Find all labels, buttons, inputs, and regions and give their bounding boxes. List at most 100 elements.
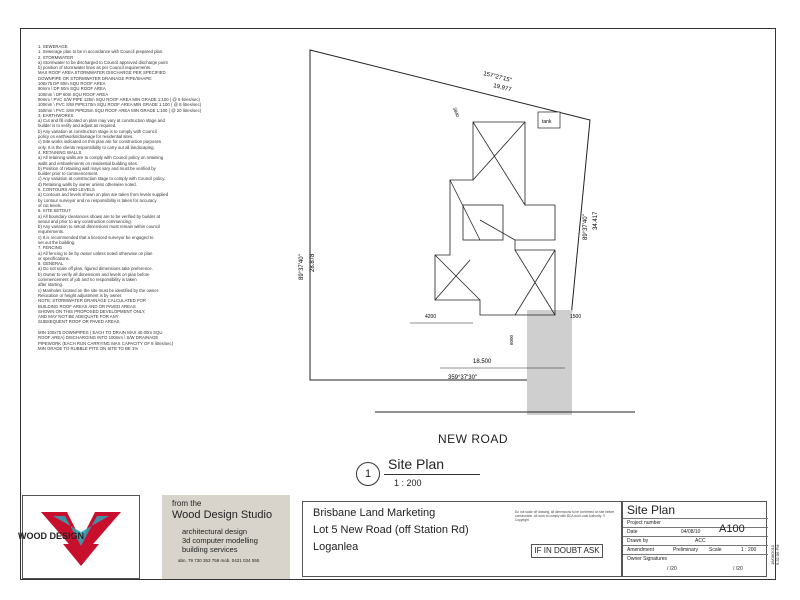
note-line: 100mm \ DP 60m SQU ROOF AREA [38, 91, 109, 97]
note-line: MAX ROOF AREA STORMWATER DISCHARGE PER S… [38, 70, 166, 76]
service-item: architectural design [182, 527, 248, 536]
note-line: SUBSEQUENT ROOF OR PAVED AREAS. [38, 319, 121, 325]
dim-side-small: 3840 [452, 107, 460, 119]
view-title: Site Plan [388, 456, 445, 472]
note-line: b) Position of retaining wall mays vary … [38, 165, 156, 171]
note-line: b) Owner to verify all dimensions and le… [38, 271, 150, 277]
project-number-label: Project number [627, 520, 661, 526]
date-label: Date [627, 529, 638, 535]
studio-panel: from the Wood Design Studio architectura… [162, 495, 290, 579]
plot-timestamp: 18/08/2010 9:32:06 PM [770, 544, 780, 565]
if-in-doubt-box: IF IN DOUBT ASK [531, 544, 603, 558]
note-line: c) Any variation at construction stage t… [38, 176, 166, 182]
note-line: a) Stormwater to be discharged to Counci… [38, 59, 168, 65]
note-line: walls and embankments on residential bui… [38, 160, 139, 166]
logo-wordmark: WOOD DESIGN [18, 531, 85, 541]
note-line: requirements. [38, 229, 65, 235]
note-line: 6. SITE SETOUT [38, 208, 71, 214]
drawing-number: A100 [719, 523, 745, 535]
note-line: builder prior to commencement. [38, 171, 99, 177]
note-line: SHOWN ON THIS PROPOSED DEVELOPMENT ONLY, [38, 308, 146, 314]
client-panel: Brisbane Land Marketing Lot 5 New Road (… [302, 501, 622, 577]
note-line: a) All boundary clearances shown are to … [38, 213, 161, 219]
note-line: a) All retaining walls are to comply wit… [38, 155, 164, 161]
row-divider [623, 518, 768, 519]
logo-box [22, 495, 140, 579]
note-line: b) Any variation at construction stage i… [38, 128, 157, 134]
tank [537, 111, 561, 129]
view-title-underline [384, 474, 480, 475]
studio-services: architectural design 3d computer modelli… [182, 527, 258, 554]
note-line: a) All fencing to be by owner unless not… [38, 250, 153, 256]
note-line: a) Cut and fill indicated on plan may va… [38, 118, 165, 124]
owner-signatures-label: Owner Signatures [627, 556, 668, 562]
scale-label: Scale [709, 547, 722, 553]
note-line: 90mm \ PVC S/W PIPE 125m SQU ROOF AREA M… [38, 96, 200, 102]
row-divider [623, 554, 768, 555]
row-divider [623, 536, 768, 537]
note-line: after starting. [38, 282, 64, 288]
note-line: a) Contours and levels shown on plan are… [38, 192, 169, 198]
dim-1500: 1500 [570, 314, 581, 320]
note-line: of cut levels. [38, 202, 62, 208]
road-label: NEW ROAD [438, 432, 508, 446]
bearing-top: 157°27'15" [483, 71, 513, 84]
note-line: 8. GENERAL [38, 261, 64, 267]
disclaimer-text: Do not scale off drawing, all dimensions… [515, 510, 615, 522]
amendment-value: Preliminary [673, 547, 699, 553]
note-line: 150mm \ PVC S/W PIPE25m SQU ROOF AREA MI… [38, 107, 202, 113]
drawn-by-value: ACC [695, 538, 706, 544]
title-block: from the Wood Design Studio architectura… [22, 495, 774, 579]
studio-abn: abn. 79 730 353 759 mob. 0421 034 555 [178, 558, 260, 563]
note-line: policy on earthworks/drainage for reside… [38, 134, 134, 140]
note-line: setout and prior to any construction com… [38, 218, 132, 224]
amendment-label: Amendment [627, 547, 654, 553]
bearing-left: 89°37'40" [299, 254, 305, 280]
note-line: 2. STORMWATER [38, 54, 74, 60]
note-line: 100mm \ PVC S/W PIPE170m SQU ROOF AREA M… [38, 102, 202, 108]
dim-bottom: 18.500 [473, 359, 492, 365]
note-line: builder is to verify and adjust as requi… [38, 123, 117, 129]
note-line: set out the building. [38, 239, 76, 245]
scale-value: 1 : 200 [741, 547, 757, 553]
note-line: BUILDING ROOF AREAS AND OR PAVED AREAS [38, 303, 136, 309]
note-line: commencement of job and no responsibilit… [38, 277, 137, 283]
note-line: 7. FENCING [38, 245, 63, 251]
note-line: a) Do not scale off plan, figured dimens… [38, 266, 153, 272]
note-line: MIN 100x75 DOWNPIPES ( EACH TO DRAIN MAX… [38, 330, 163, 336]
service-item: 3d computer modelling [182, 536, 258, 545]
sheet-title: Site Plan [627, 503, 676, 517]
row-divider [623, 545, 768, 546]
studio-name: Wood Design Studio [172, 509, 273, 521]
note-line: c) Site works indicated on this plan are… [38, 139, 162, 145]
bearing-right: 89°37'40" [583, 214, 589, 240]
note-line: 1. Sewerage plan to be in accordance wit… [38, 49, 164, 55]
site-plan-drawing: tank 157°27'15" 19.977 3840 89°37'40" 28… [299, 49, 635, 415]
note-line: ROOF AREA) DISCHARGING INTO 100mm \ S/W … [38, 335, 159, 341]
wood-design-logo [41, 512, 121, 566]
dim-6000: 6000 [509, 334, 514, 345]
client-address: Lot 5 New Road (off Station Rd) [313, 524, 469, 536]
note-line: Relocation or height adjustment is by ow… [38, 292, 123, 298]
note-line: b) position of stormwater lines as per C… [38, 65, 152, 71]
note-line: d) Retaining walls by owner unless other… [38, 181, 137, 187]
date-value: 04/08/10 [681, 529, 701, 535]
driveway-paving [527, 310, 572, 415]
note-line: PIPEWORK (EACH RUN CARRYING MAX CAPACITY… [38, 340, 174, 346]
sheet-info-panel: Site Plan Project number Date 04/08/10 A… [622, 501, 768, 577]
note-line: AND MAY NOT BE ADEQUATE FOR ANY [38, 314, 119, 320]
dim-4200: 4200 [425, 314, 436, 320]
note-line: c) Manholes located on the site must be … [38, 287, 160, 293]
note-line: DOWNPIPE OR STORMWATER DRAINAGE PIPE/SHA… [38, 75, 153, 81]
note-line: or specifications. [38, 255, 71, 261]
view-scale: 1 : 200 [394, 478, 422, 488]
bearing-bottom: 359°37'30" [448, 375, 477, 381]
note-line: 5. CONTOURS AND LEVELS [38, 187, 95, 193]
signature-date-1: / /20 [667, 566, 677, 572]
note-line: 90mm \ DP 50m SQU ROOF AREA [38, 86, 106, 92]
note-line: 3. EARTHWORKS [38, 112, 74, 118]
note-line: NOTE: STORMWATER DRAINAGE CALCULATED FOR [38, 298, 146, 304]
dim-top: 19.977 [493, 83, 513, 93]
service-item: building services [182, 545, 238, 554]
signature-date-2: / /20 [733, 566, 743, 572]
